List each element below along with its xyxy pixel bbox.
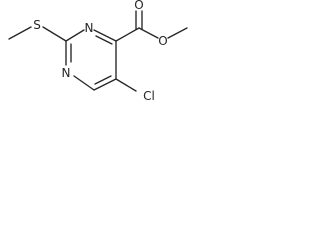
c6-carbonyl-bond	[115, 27, 140, 42]
carbonyl-ester-bond	[138, 27, 159, 39]
nitrogen-3-atom-label: N	[62, 66, 71, 80]
chemical-structure: S N N O O Cl	[8, 0, 188, 103]
ester-oxygen-label: O	[158, 34, 167, 48]
n3-c4-bond	[73, 75, 95, 91]
ester-methyl-bond	[167, 27, 188, 39]
sulfur-c2-bond	[42, 26, 67, 42]
nitrogen-1-atom-label: N	[85, 21, 94, 35]
n1-c6-inner-bond	[95, 35, 113, 45]
methyl-sulfur-bond	[8, 26, 32, 40]
c2-n1-bond	[65, 29, 85, 42]
carbonyl-oxygen-label: O	[134, 0, 143, 12]
c4-c5-bond	[93, 78, 117, 91]
chlorine-atom-label: Cl	[143, 89, 155, 103]
sulfur-atom-label: S	[33, 18, 41, 32]
n1-c6-bond	[93, 29, 117, 42]
c4-c5-inner-bond	[94, 75, 112, 85]
c5-chlorine-bond	[115, 78, 137, 92]
